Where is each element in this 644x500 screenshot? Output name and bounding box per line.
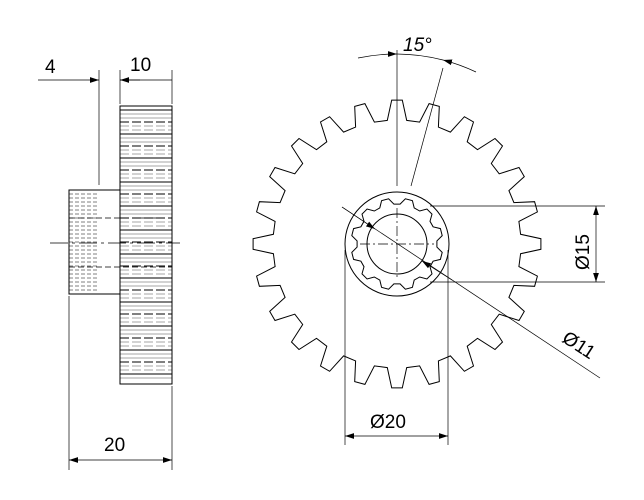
angle-tooth-line xyxy=(410,67,444,187)
side-view: 4 10 20 xyxy=(38,55,180,470)
dim-label-hub-diameter: Ø15 xyxy=(573,234,594,270)
angle-arc-right xyxy=(442,59,477,73)
leader-line-bore xyxy=(341,206,601,379)
dim-label-overall-length: 20 xyxy=(104,435,125,456)
dim-label-hub-outer-diameter: Ø20 xyxy=(370,412,406,433)
leader-arrow-bore-right xyxy=(421,260,453,281)
tooth-stripes xyxy=(120,109,172,379)
dim-label-gear-width: 10 xyxy=(130,55,151,76)
angle-arc xyxy=(396,53,444,61)
gear-rim-outline xyxy=(119,105,173,385)
hub-spline-stripes xyxy=(69,193,98,291)
front-view: 15° Ø15 Ø11 Ø20 xyxy=(252,35,605,445)
spline-profile xyxy=(351,198,443,290)
leader-arrow-bore-left xyxy=(341,206,376,230)
dim-label-bore-diameter: Ø11 xyxy=(558,328,598,364)
dim-label-hub-offset: 4 xyxy=(45,57,56,78)
angle-arc-left xyxy=(357,51,398,59)
dim-label-angle: 15° xyxy=(403,35,432,56)
gear-tooth-profile xyxy=(252,99,542,389)
hub-outer-circle xyxy=(344,191,450,297)
